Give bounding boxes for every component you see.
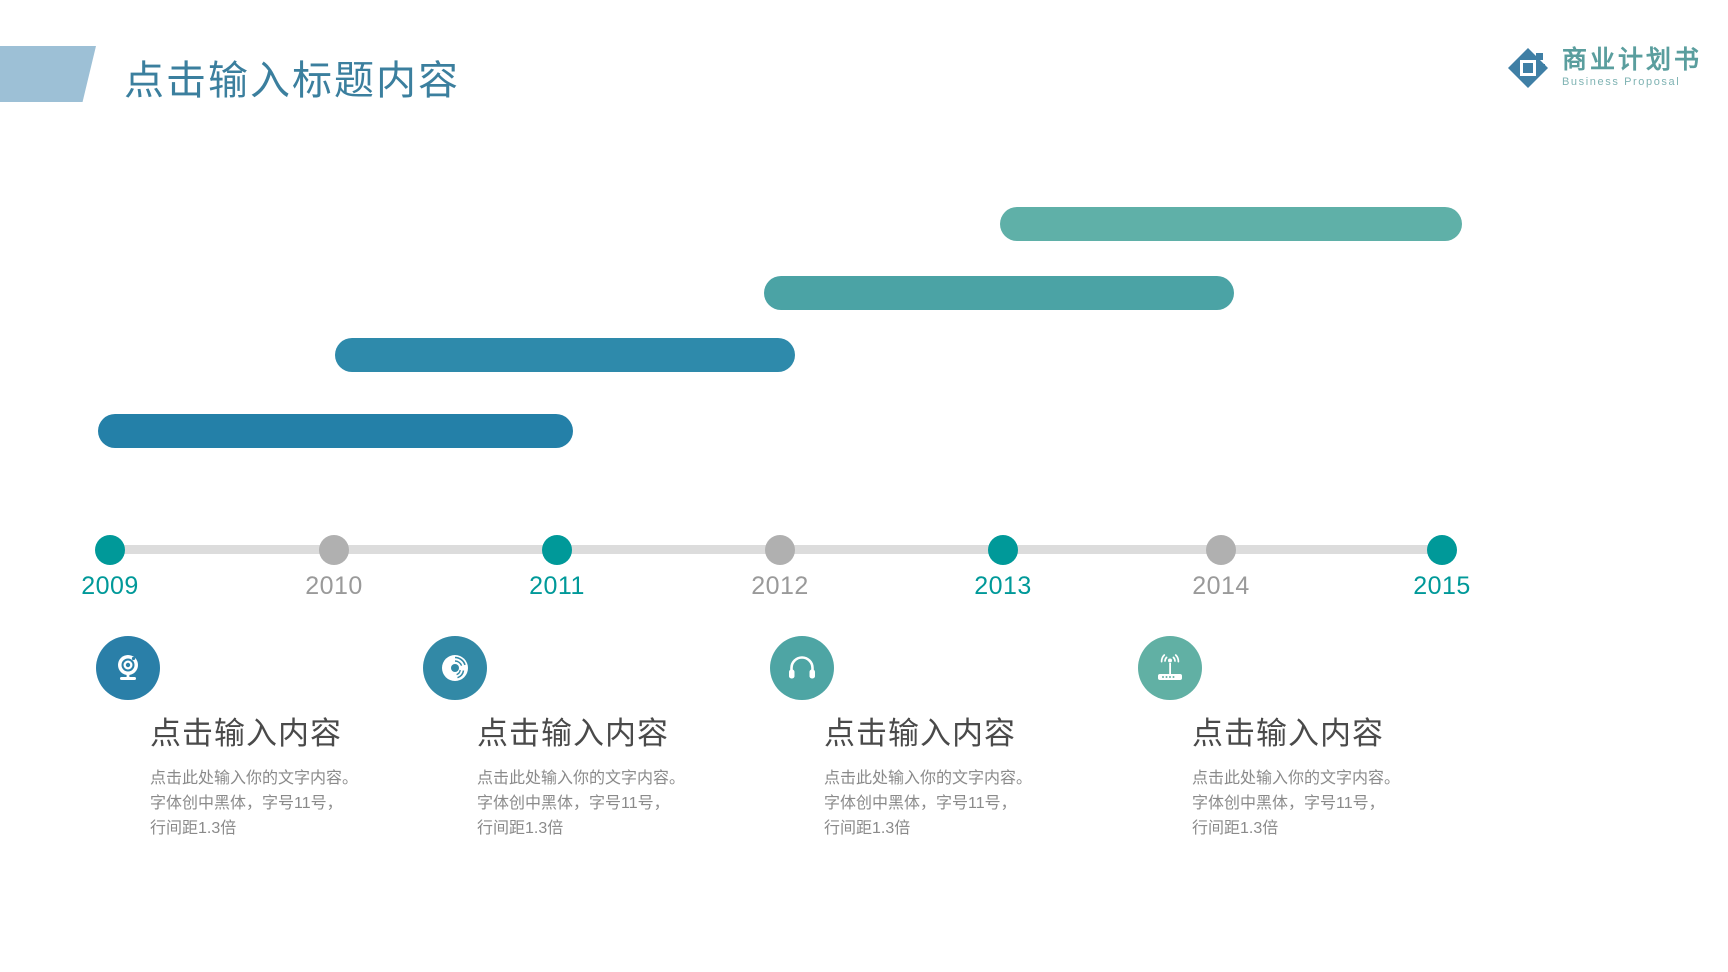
content-column: 点击输入内容点击此处输入你的文字内容。字体创中黑体，字号11号， 行间距1.3倍 bbox=[423, 636, 777, 841]
header-accent-shape bbox=[0, 46, 96, 102]
column-body-line: 行间距1.3倍 bbox=[150, 819, 237, 837]
gantt-bar bbox=[98, 414, 573, 448]
column-heading: 点击输入内容 bbox=[1192, 716, 1384, 751]
column-body-line: 字体创中黑体，字号11号， bbox=[1192, 794, 1385, 812]
column-body-line: 点击此处输入你的文字内容。 bbox=[150, 770, 359, 787]
logo-title-cn: 商业计划书 bbox=[1561, 46, 1702, 74]
timeline-year-label: 2013 bbox=[974, 572, 1032, 600]
timeline-dot[interactable] bbox=[765, 535, 795, 565]
timeline-dot[interactable] bbox=[95, 535, 125, 565]
timeline-axis: 2009 2010 2011 2012 2013 2014 2015 bbox=[0, 520, 1728, 600]
column-body-line: 字体创中黑体，字号11号， bbox=[150, 794, 343, 812]
page-title: 点击输入标题内容 bbox=[124, 59, 460, 103]
timeline-dot[interactable] bbox=[1427, 535, 1457, 565]
column-body-line: 行间距1.3倍 bbox=[824, 819, 911, 837]
column-body-text: 点击此处输入你的文字内容。字体创中黑体，字号11号， 行间距1.3倍 bbox=[824, 767, 1124, 841]
column-body-text: 点击此处输入你的文字内容。字体创中黑体，字号11号， 行间距1.3倍 bbox=[1192, 767, 1492, 841]
column-body-text: 点击此处输入你的文字内容。字体创中黑体，字号11号， 行间距1.3倍 bbox=[477, 767, 777, 841]
vinyl-record-icon[interactable] bbox=[423, 636, 487, 700]
gantt-bars bbox=[98, 207, 1462, 448]
content-column: 点击输入内容点击此处输入你的文字内容。字体创中黑体，字号11号， 行间距1.3倍 bbox=[96, 636, 450, 841]
column-body-line: 点击此处输入你的文字内容。 bbox=[824, 770, 1033, 787]
diamond-blocks-logo-icon bbox=[1507, 48, 1548, 88]
column-body-line: 行间距1.3倍 bbox=[477, 819, 564, 837]
column-heading: 点击输入内容 bbox=[477, 716, 669, 751]
column-body-line: 字体创中黑体，字号11号， bbox=[824, 794, 1017, 812]
timeline-year-label: 2011 bbox=[529, 572, 585, 600]
column-body-line: 点击此处输入你的文字内容。 bbox=[477, 770, 686, 787]
webcam-icon[interactable] bbox=[96, 636, 160, 700]
timeline-dot[interactable] bbox=[1206, 535, 1236, 565]
gantt-bar bbox=[1000, 207, 1462, 241]
content-column: 点击输入内容点击此处输入你的文字内容。字体创中黑体，字号11号， 行间距1.3倍 bbox=[770, 636, 1124, 841]
timeline-year-label: 2009 bbox=[81, 572, 139, 600]
content-columns: 点击输入内容点击此处输入你的文字内容。字体创中黑体，字号11号，行间距1.3倍点… bbox=[0, 636, 1728, 936]
timeline-dot[interactable] bbox=[988, 535, 1018, 565]
timeline-year-label: 2014 bbox=[1192, 572, 1250, 600]
column-heading: 点击输入内容 bbox=[150, 716, 342, 751]
content-column: 点击输入内容点击此处输入你的文字内容。字体创中黑体，字号11号， 行间距1.3倍 bbox=[1138, 636, 1492, 841]
wifi-router-icon[interactable] bbox=[1138, 636, 1202, 700]
timeline-dot[interactable] bbox=[542, 535, 572, 565]
timeline-year-label: 2012 bbox=[751, 572, 809, 600]
timeline-year-label: 2010 bbox=[305, 572, 363, 600]
column-body-line: 点击此处输入你的文字内容。 bbox=[1192, 770, 1401, 787]
column-body-line: 字体创中黑体，字号11号， bbox=[477, 794, 670, 812]
timeline-dot[interactable] bbox=[319, 535, 349, 565]
column-heading: 点击输入内容 bbox=[824, 716, 1016, 751]
timeline-year-label: 2015 bbox=[1413, 572, 1471, 600]
logo-title-en: Business Proposal bbox=[1561, 76, 1681, 88]
column-body-text: 点击此处输入你的文字内容。字体创中黑体，字号11号， 行间距1.3倍 bbox=[150, 767, 450, 841]
gantt-bar bbox=[764, 276, 1234, 310]
headphones-icon[interactable] bbox=[770, 636, 834, 700]
column-body-line: 行间距1.3倍 bbox=[1192, 819, 1279, 837]
brand-logo: 商业计划书 Business Proposal bbox=[1506, 46, 1702, 90]
gantt-bar bbox=[335, 338, 795, 372]
